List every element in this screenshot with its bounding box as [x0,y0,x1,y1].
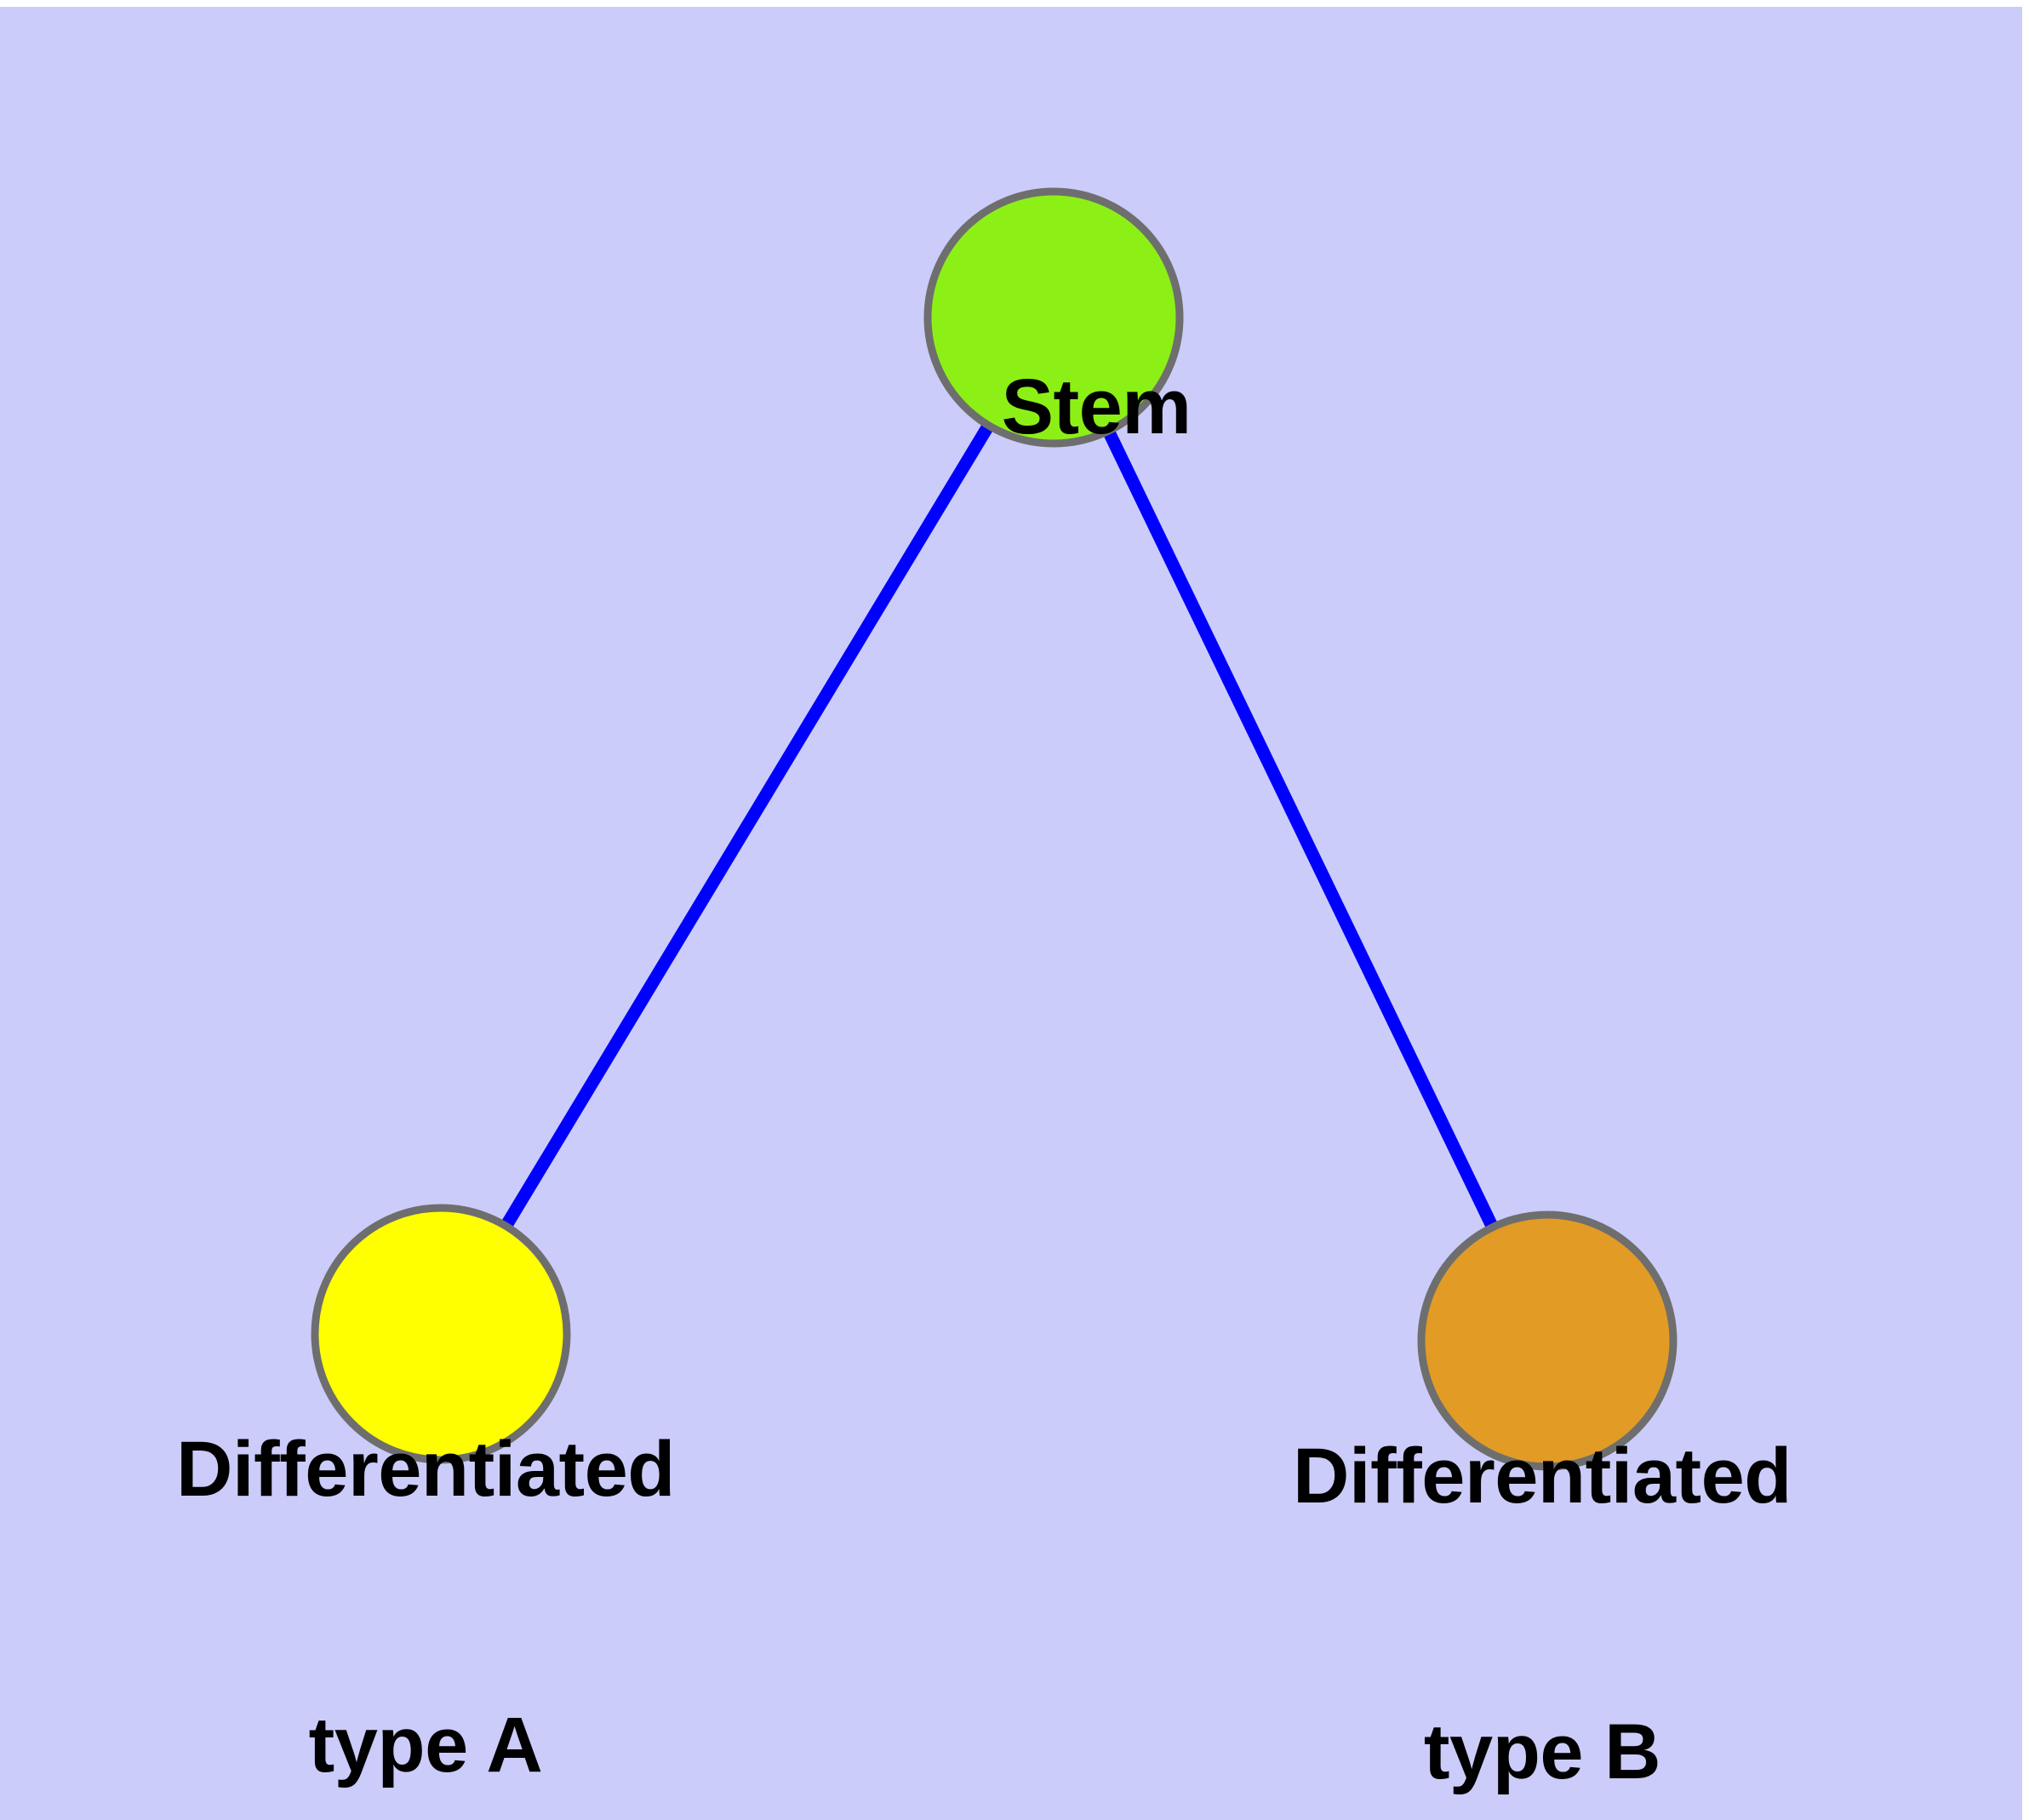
node-stem[interactable] [923,187,1184,448]
node-differentiated-type-a[interactable] [311,1204,571,1464]
node-differentiated-type-b[interactable] [1417,1210,1677,1471]
node-layer [311,187,1677,1471]
edge-layer [435,314,1553,1344]
edge-stem-to-differentiated-type-a [435,314,1060,1337]
edge-stem-to-differentiated-type-b [1048,314,1553,1344]
